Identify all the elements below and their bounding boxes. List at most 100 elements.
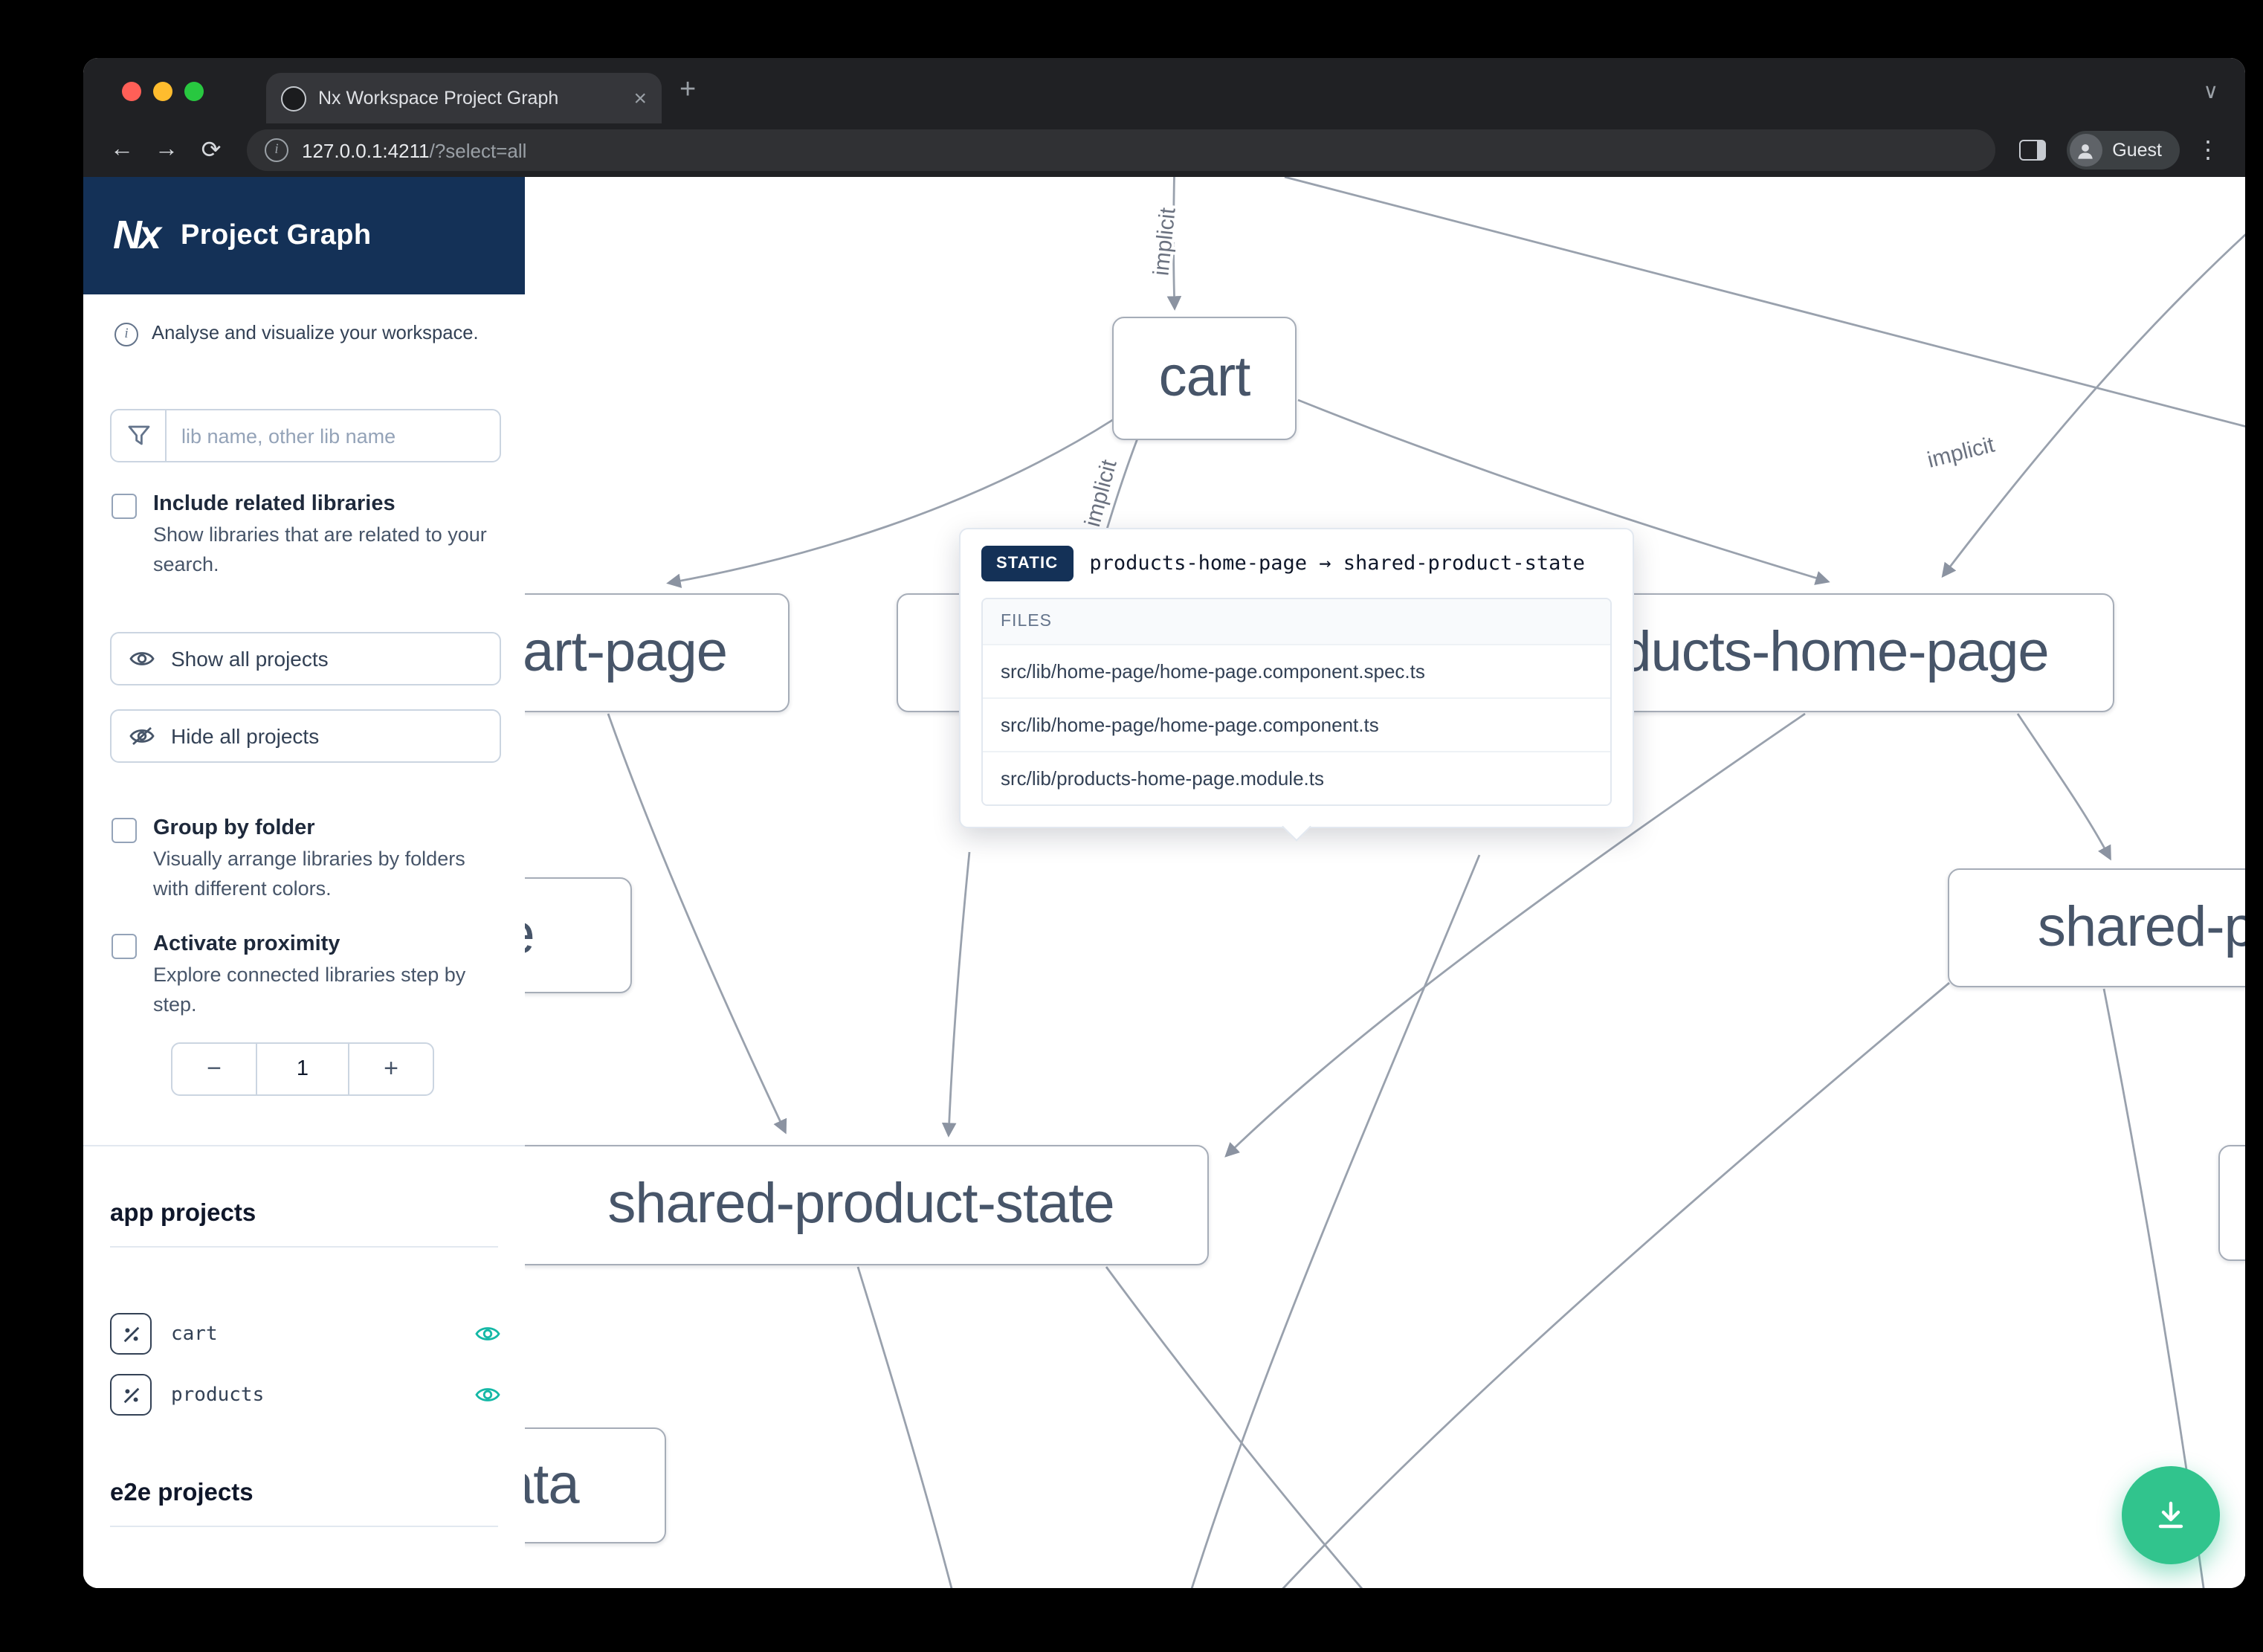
e2e-projects-heading: e2e projects xyxy=(110,1480,498,1527)
graph-node-cart-page[interactable]: cart-page xyxy=(525,593,790,712)
proximity-stepper: − 1 + xyxy=(171,1042,434,1096)
filter-box xyxy=(110,409,501,462)
proximity-checkbox[interactable] xyxy=(112,934,137,959)
url-bar[interactable]: i 127.0.0.1:4211/?select=all xyxy=(247,129,1995,171)
side-panel-icon xyxy=(2018,140,2046,161)
group-folder-row: Group by folder Visually arrange librari… xyxy=(112,816,504,905)
edge-file-item: src/lib/home-page/home-page.component.sp… xyxy=(983,644,1610,697)
include-related-texts: Include related libraries Show libraries… xyxy=(153,492,504,581)
graph-node-shared-product-data[interactable]: shared-product-data xyxy=(525,1427,666,1543)
edge-file-item: src/lib/home-page/home-page.component.ts xyxy=(983,697,1610,751)
edge-line xyxy=(1282,981,1950,1588)
toggle-visibility-eye-icon[interactable] xyxy=(474,1323,501,1344)
group-folder-texts: Group by folder Visually arrange librari… xyxy=(153,816,504,905)
include-related-desc: Show libraries that are related to your … xyxy=(153,523,487,576)
decrement-button[interactable]: − xyxy=(207,1054,222,1082)
graph-node-shared-product-state[interactable]: shared-product-state xyxy=(525,1145,1209,1265)
side-panel-button[interactable] xyxy=(2009,129,2054,171)
traffic-lights xyxy=(122,81,204,100)
tagline: i Analyse and visualize your workspace. xyxy=(114,321,507,346)
include-related-row: Include related libraries Show libraries… xyxy=(112,492,504,581)
proximity-row: Activate proximity Explore connected lib… xyxy=(112,932,504,1021)
graph-node-partial[interactable] xyxy=(2218,1145,2245,1261)
app-content: implicit implicit implicit cart cart-pag… xyxy=(83,177,2245,1588)
show-all-projects-button[interactable]: Show all projects xyxy=(110,632,501,685)
project-row-products[interactable]: products xyxy=(110,1368,501,1422)
close-window-button[interactable] xyxy=(122,81,141,100)
forward-button[interactable]: → xyxy=(155,137,178,162)
edge-type-badge: STATIC xyxy=(981,546,1074,581)
url-text: 127.0.0.1:4211/?select=all xyxy=(302,139,526,161)
back-button[interactable]: ← xyxy=(110,137,134,162)
increment-button[interactable]: + xyxy=(384,1054,398,1082)
include-related-checkbox[interactable] xyxy=(112,494,137,519)
tab-close-icon[interactable]: × xyxy=(633,85,647,111)
edge-tooltip: STATIC products-home-page → shared-produ… xyxy=(959,528,1634,842)
edge-line xyxy=(1284,177,2245,427)
edge-line xyxy=(941,851,971,1138)
proximity-desc: Explore connected libraries step by step… xyxy=(153,964,466,1016)
reload-button[interactable]: ⟳ xyxy=(201,138,222,164)
browser-tab[interactable]: Nx Workspace Project Graph × xyxy=(266,73,662,123)
edge-line xyxy=(1166,177,1182,311)
url-path: /?select=all xyxy=(429,139,527,161)
tab-search-chevron-icon[interactable]: ∨ xyxy=(2203,78,2219,102)
library-icon xyxy=(110,1374,152,1416)
eye-off-icon xyxy=(129,726,155,746)
info-icon: i xyxy=(114,323,138,346)
edge-files-box: FILES src/lib/home-page/home-page.compon… xyxy=(981,598,1612,806)
edge-line xyxy=(2016,713,2111,861)
library-icon xyxy=(110,1313,152,1355)
edge-label-implicit: implicit xyxy=(1925,433,1998,473)
search-input[interactable] xyxy=(167,410,500,461)
avatar-icon xyxy=(2069,134,2102,167)
include-related-label: Include related libraries xyxy=(153,492,396,516)
hide-all-projects-button[interactable]: Hide all projects xyxy=(110,709,501,763)
edge-files-heading: FILES xyxy=(983,599,1610,644)
browser-toolbar: ← → ⟳ i 127.0.0.1:4211/?select=all Guest… xyxy=(83,123,2245,177)
edge-line xyxy=(1190,854,1481,1588)
download-icon xyxy=(2158,1501,2183,1529)
page-title: Project Graph xyxy=(181,219,372,251)
edge-line xyxy=(1224,712,1806,1158)
edge-tooltip-header: STATIC products-home-page → shared-produ… xyxy=(961,529,1633,595)
project-graph-canvas: implicit implicit implicit cart cart-pag… xyxy=(525,177,2245,1588)
sidebar-divider xyxy=(83,1145,525,1146)
browser-window: Nx Workspace Project Graph × + ∨ ← → ⟳ i… xyxy=(83,58,2245,1588)
graph-node-shared-product-types[interactable]: shared-product-types xyxy=(1948,868,2245,987)
new-tab-button[interactable]: + xyxy=(679,74,697,106)
graph-node-shared-cart-state[interactable]: shared-cart-state xyxy=(525,877,632,993)
browser-menu-button[interactable]: ⋮ xyxy=(2196,138,2220,164)
tagline-text: Analyse and visualize your workspace. xyxy=(152,321,479,343)
edge-label-implicit: implicit xyxy=(1080,456,1122,529)
edge-line xyxy=(607,713,787,1135)
toggle-visibility-eye-icon[interactable] xyxy=(474,1384,501,1405)
zoom-window-button[interactable] xyxy=(184,81,204,100)
edge-line xyxy=(1297,399,1830,585)
group-folder-checkbox[interactable] xyxy=(112,818,137,843)
group-folder-label: Group by folder xyxy=(153,816,315,840)
filter-icon xyxy=(112,410,167,461)
proximity-texts: Activate proximity Explore connected lib… xyxy=(153,932,504,1021)
graph-node-cart[interactable]: cart xyxy=(1112,317,1297,440)
sidebar-header: Nx Project Graph xyxy=(83,177,525,294)
edge-relation-text: products-home-page → shared-product-stat… xyxy=(1089,552,1585,575)
edge-file-item: src/lib/products-home-page.module.ts xyxy=(983,751,1610,804)
edge-line xyxy=(666,418,1114,588)
nx-favicon-icon xyxy=(281,85,306,111)
project-row-cart[interactable]: cart xyxy=(110,1307,501,1361)
proximity-label: Activate proximity xyxy=(153,932,340,956)
show-all-label: Show all projects xyxy=(171,647,329,671)
edge-line xyxy=(856,1266,953,1588)
minimize-window-button[interactable] xyxy=(153,81,172,100)
url-host: 127.0.0.1:4211 xyxy=(302,139,430,161)
proximity-value: 1 xyxy=(256,1044,349,1094)
tab-title: Nx Workspace Project Graph xyxy=(318,88,559,109)
download-image-button[interactable] xyxy=(2122,1466,2220,1564)
edge-line xyxy=(1105,1266,1363,1588)
site-info-icon[interactable]: i xyxy=(265,138,288,162)
tab-strip: Nx Workspace Project Graph × + ∨ xyxy=(83,58,2245,123)
project-name: products xyxy=(171,1384,265,1406)
profile-button[interactable]: Guest xyxy=(2066,131,2180,170)
